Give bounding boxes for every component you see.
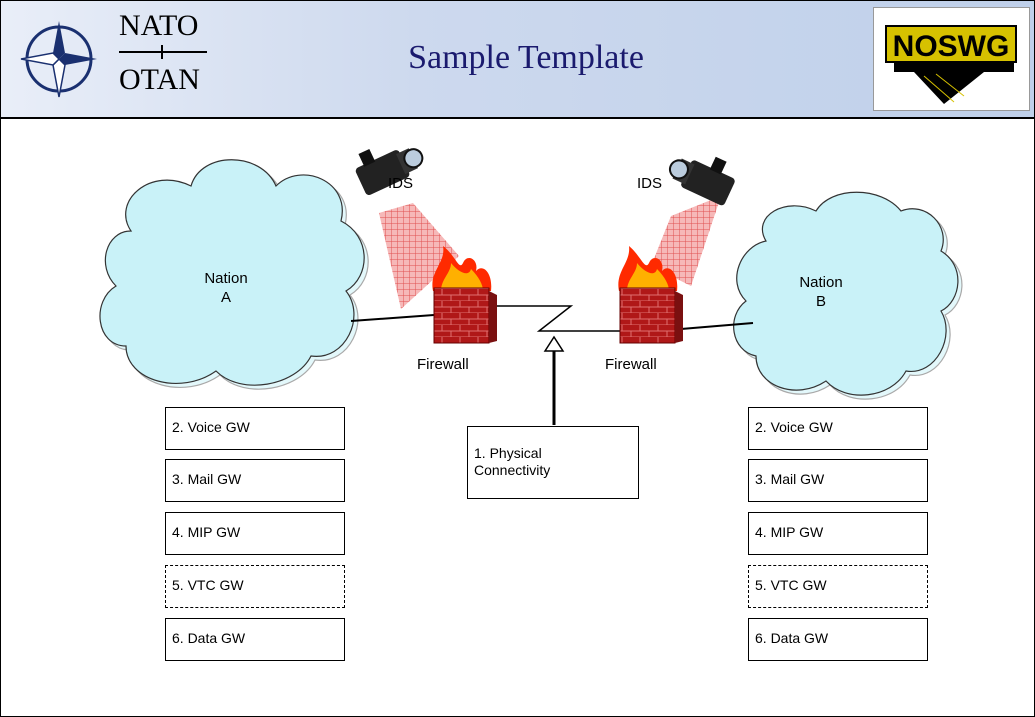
physical-connectivity-box: 1. Physical Connectivity — [467, 426, 639, 499]
physical-line2: Connectivity — [474, 462, 551, 478]
noswg-logo-graphic: NOSWG — [885, 25, 1017, 104]
link-wan — [489, 305, 621, 332]
ids-right-beam — [651, 196, 721, 286]
nation-b-line1: Nation — [799, 274, 843, 291]
nation-b-cloud — [733, 191, 963, 400]
right-voice-gw-box: 2. Voice GW — [748, 407, 928, 450]
left-vtc-gw-box: 5. VTC GW — [165, 565, 345, 608]
nato-star-icon — [20, 21, 97, 98]
left-data-gw-box: 6. Data GW — [165, 618, 345, 661]
slide-header: NATO OTAN Sample Template NOSWG — [1, 1, 1034, 119]
ids-left-label: IDS — [388, 175, 414, 192]
ids-left-camera-icon — [355, 148, 424, 195]
nato-logo: NATO OTAN — [1, 1, 219, 113]
nation-a-line1: Nation — [204, 270, 248, 287]
right-mail-gw-box: 3. Mail GW — [748, 459, 928, 502]
firewall-left-label: Firewall — [417, 356, 469, 373]
ids-right-label: IDS — [637, 175, 663, 192]
nation-b-line2: B — [815, 293, 826, 310]
nato-label: NATO — [119, 9, 199, 42]
ids-left-beam — [379, 203, 459, 309]
physical-arrow-head — [543, 335, 565, 352]
right-data-gw-box: 6. Data GW — [748, 618, 928, 661]
ids-right-camera-icon — [668, 156, 735, 206]
left-mip-gw-box: 4. MIP GW — [165, 512, 345, 555]
left-voice-gw-box: 2. Voice GW — [165, 407, 345, 450]
nato-divider-tick — [161, 45, 163, 59]
nation-a-cloud — [99, 159, 369, 390]
nato-divider — [119, 51, 207, 53]
link-b-firewall — [680, 322, 754, 330]
nation-a-line2: A — [220, 289, 231, 306]
page-title: Sample Template — [408, 39, 644, 76]
noswg-logo: NOSWG — [873, 7, 1030, 111]
firewall-left-icon — [432, 246, 497, 344]
right-mip-gw-box: 4. MIP GW — [748, 512, 928, 555]
svg-text:NOSWG: NOSWG — [893, 30, 1010, 63]
nation-b-label: Nation B — [781, 273, 861, 311]
link-a-firewall — [350, 314, 435, 322]
nation-a-label: Nation A — [186, 269, 266, 307]
otan-label: OTAN — [119, 63, 200, 96]
firewall-right-icon — [618, 246, 683, 344]
left-mail-gw-box: 3. Mail GW — [165, 459, 345, 502]
physical-line1: 1. Physical — [474, 445, 542, 461]
firewall-right-label: Firewall — [605, 356, 657, 373]
right-vtc-gw-box: 5. VTC GW — [748, 565, 928, 608]
